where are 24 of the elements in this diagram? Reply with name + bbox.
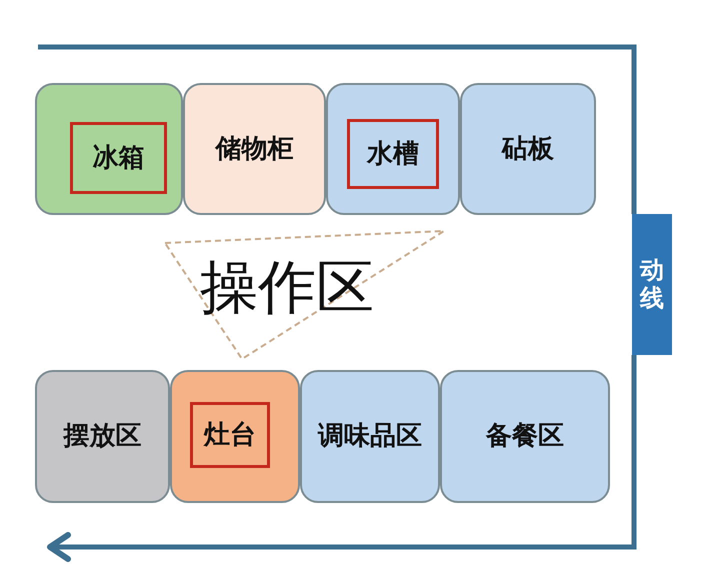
counter-block [35, 370, 170, 503]
block-label: 水槽 [367, 140, 419, 168]
route-band [632, 214, 672, 355]
counter-block [460, 83, 596, 215]
route-line [38, 44, 636, 214]
block-label: 冰箱 [92, 144, 144, 172]
block-label: 砧板 [502, 134, 554, 164]
route-arrow [47, 355, 636, 562]
counter-block [300, 370, 440, 503]
counter-block [170, 370, 300, 503]
zone-label: 操作区 [200, 256, 374, 320]
counter-block [35, 83, 183, 215]
highlight-frame [190, 402, 270, 468]
counter-block [326, 83, 460, 215]
block-label: 储物柜 [216, 134, 294, 164]
highlight-frame [347, 119, 439, 189]
block-label: 调味品区 [318, 422, 422, 451]
block-label: 灶台 [204, 420, 256, 450]
band-label: 动线 [639, 256, 665, 312]
highlight-frame [70, 122, 167, 194]
counter-block [183, 83, 326, 215]
counter-block [440, 370, 610, 503]
block-label: 摆放区 [64, 422, 142, 451]
block-label: 备餐区 [486, 422, 564, 451]
